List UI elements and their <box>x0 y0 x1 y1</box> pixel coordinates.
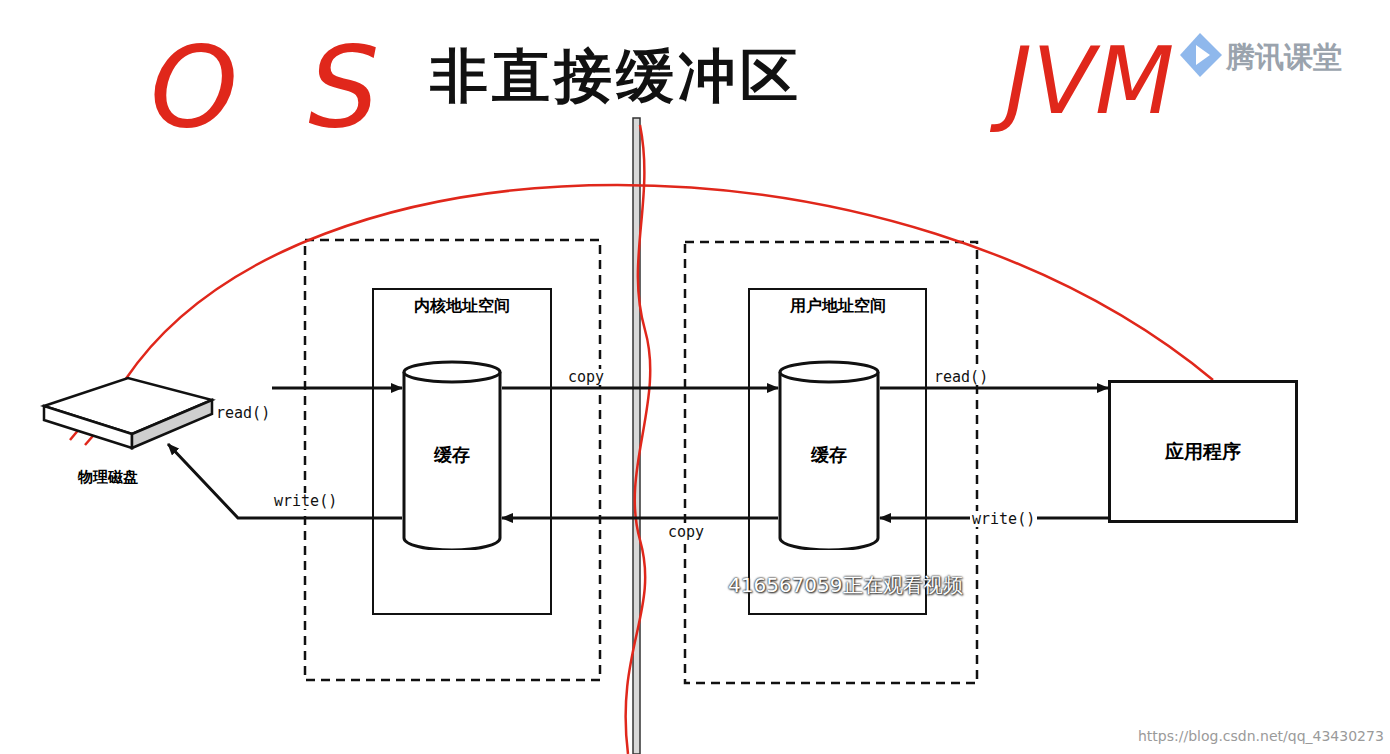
space-heading: 用户地址空间 <box>750 296 925 317</box>
app-label: 应用程序 <box>1165 439 1241 465</box>
handwritten-annotation: JVM <box>1005 28 1174 135</box>
flow-arrow <box>880 387 1108 390</box>
red-divider-stroke <box>626 125 651 754</box>
viewer-watermark: 416567059正在观看视频 <box>728 572 963 599</box>
handwritten-annotation: OS <box>150 22 449 152</box>
flow-arrow <box>168 444 402 518</box>
disk-label: 物理磁盘 <box>40 468 310 487</box>
edge-label: copy <box>666 524 706 540</box>
disk-side <box>132 400 212 448</box>
flow-arrow <box>272 387 402 390</box>
cache-cylinder: 缓存 <box>402 360 502 550</box>
flow-arrow <box>502 387 778 390</box>
cache-cylinder: 缓存 <box>778 360 880 550</box>
edge-label: write() <box>970 511 1037 527</box>
cache-label: 缓存 <box>434 443 470 467</box>
flow-arrow <box>502 517 778 520</box>
diagram-title: 非直接缓冲区 <box>430 38 802 116</box>
disk-slab <box>40 372 218 452</box>
edge-label: read() <box>214 405 272 421</box>
edge-label: copy <box>566 369 606 385</box>
address-space-box: 内核地址空间缓存 <box>372 288 552 615</box>
source-url: https://blog.csdn.net/qq_43430273 <box>1138 728 1384 744</box>
disk-front <box>44 406 132 448</box>
cylinder-top <box>404 362 500 382</box>
application-box: 应用程序 <box>1108 380 1298 523</box>
cylinder-top <box>780 362 878 382</box>
edge-label: read() <box>932 369 990 385</box>
watermark-logo-text: 腾讯课堂 <box>1226 38 1342 78</box>
address-space-box: 用户地址空间缓存 <box>748 288 927 615</box>
kernel-dashed-region <box>305 240 600 680</box>
cylinder-body <box>404 372 500 550</box>
divider-double-line <box>633 118 640 754</box>
tencent-logo <box>1180 33 1222 77</box>
cylinder-body <box>780 372 878 550</box>
edge-label: write() <box>272 493 339 509</box>
user-dashed-region <box>685 242 977 683</box>
cache-label: 缓存 <box>811 443 847 467</box>
disk-node: 物理磁盘 <box>40 372 272 494</box>
red-annotation-curve <box>125 185 1213 380</box>
space-heading: 内核地址空间 <box>374 296 550 317</box>
